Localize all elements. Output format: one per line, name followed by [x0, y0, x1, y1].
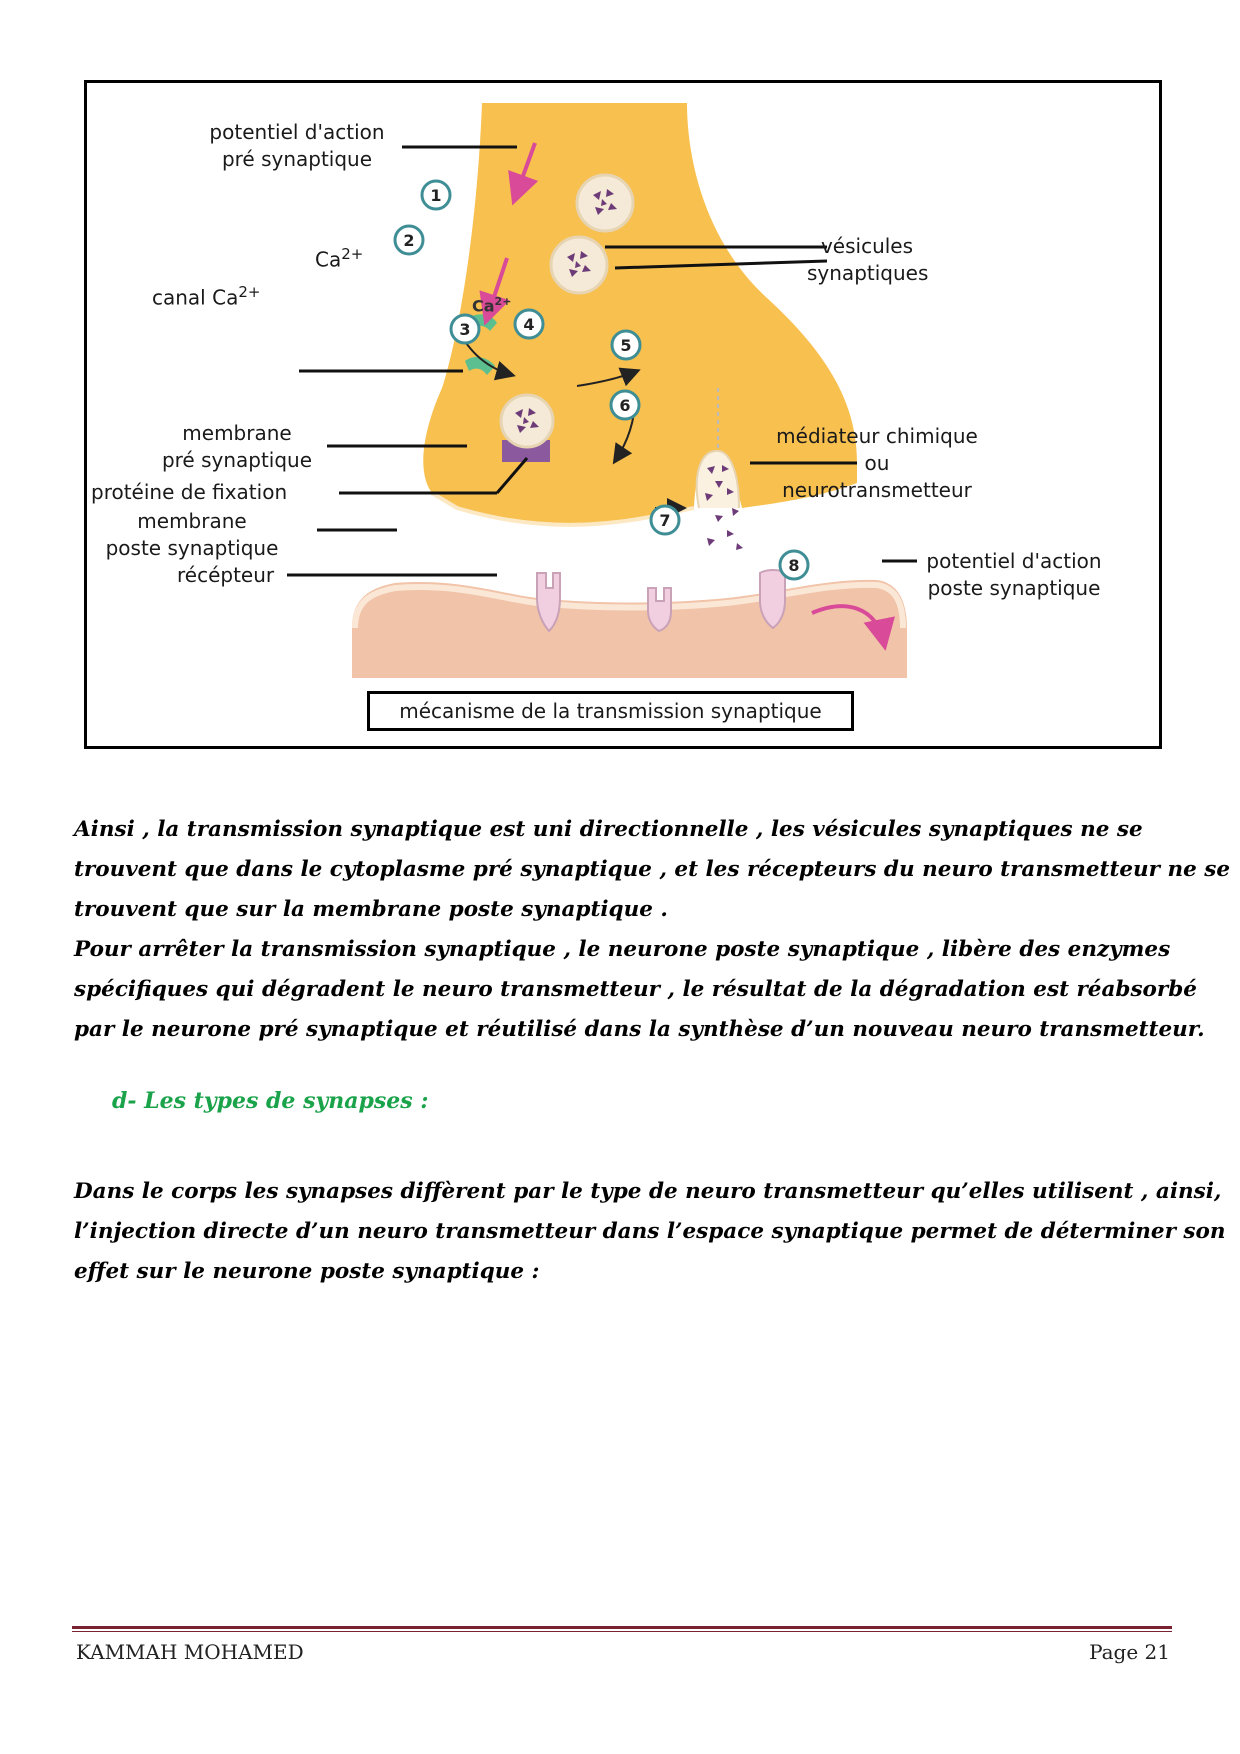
label-potentiel-pre: potentiel d'action pré synaptique	[177, 119, 417, 173]
label-ca-inside-charge: 2+	[495, 295, 512, 308]
figure-caption: mécanisme de la transmission synaptique	[367, 691, 854, 731]
label-mediateur-line2: ou	[767, 450, 987, 477]
paragraph-line: Pour arrêter la transmission synaptique …	[74, 930, 1169, 970]
label-potentiel-post-line1: potentiel d'action	[919, 548, 1109, 575]
label-membrane-pre: membrane pré synaptique	[147, 420, 327, 474]
label-proteine-fixation: protéine de fixation	[91, 479, 287, 506]
label-membrane-pre-line2: pré synaptique	[147, 447, 327, 474]
receptor-2	[648, 588, 671, 631]
label-mediateur-line3: neurotransmetteur	[767, 477, 987, 504]
svg-text:6: 6	[619, 396, 630, 415]
label-canal-ca: canal Ca2+	[152, 279, 260, 312]
label-membrane-post-line1: membrane	[97, 508, 287, 535]
paragraph-line: Ainsi , la transmission synaptique est u…	[74, 810, 1169, 850]
label-membrane-pre-line1: membrane	[147, 420, 327, 447]
label-ca-ion-text: Ca	[315, 248, 341, 272]
label-canal-ca-charge: 2+	[238, 283, 260, 301]
svg-text:4: 4	[523, 315, 534, 334]
footer-author: KAMMAH MOHAMED	[76, 1640, 304, 1664]
section-heading-types-synapses: d- Les types de synapses :	[112, 1088, 428, 1114]
step-5-badge: 5	[612, 331, 640, 359]
label-membrane-post-line2: poste synaptique	[97, 535, 287, 562]
label-vesicules-line1: vésicules	[807, 233, 927, 260]
svg-text:8: 8	[788, 556, 799, 575]
step-8-badge: 8	[780, 551, 808, 579]
svg-text:7: 7	[659, 511, 670, 530]
label-ca-inside-text: Ca	[472, 296, 495, 315]
label-vesicules-line2: synaptiques	[807, 260, 927, 287]
postsynaptic-neuron	[352, 580, 907, 678]
svg-text:2: 2	[403, 231, 414, 250]
label-potentiel-post: potentiel d'action poste synaptique	[919, 548, 1109, 602]
label-mediateur-line1: médiateur chimique	[767, 423, 987, 450]
paragraph-line: trouvent que sur la membrane poste synap…	[74, 890, 1169, 930]
step-4-badge: 4	[515, 310, 543, 338]
label-potentiel-pre-line1: potentiel d'action	[177, 119, 417, 146]
svg-text:3: 3	[459, 320, 470, 339]
vesicle-docked	[501, 395, 553, 462]
label-recepteur: récépteur	[177, 562, 274, 589]
paragraph-line: effet sur le neurone poste synaptique :	[74, 1252, 1169, 1292]
paragraph-line: par le neurone pré synaptique et réutili…	[74, 1010, 1169, 1050]
paragraph-types-synapses: Dans le corps les synapses diffèrent par…	[74, 1172, 1169, 1292]
label-vesicules: vésicules synaptiques	[807, 233, 927, 287]
synapse-figure: 1 2 3 4 5 6 7 8 potentiel d'action pré synaptiq…	[84, 80, 1162, 749]
label-ca-ion-charge: 2+	[341, 245, 363, 263]
label-mediateur: médiateur chimique ou neurotransmetteur	[767, 423, 987, 504]
vesicle-2	[551, 237, 607, 293]
step-3-badge: 3	[451, 315, 479, 343]
label-potentiel-post-line2: poste synaptique	[919, 575, 1109, 602]
paragraph-transmission: Ainsi , la transmission synaptique est u…	[74, 810, 1169, 1050]
paragraph-line: spécifiques qui dégradent le neuro trans…	[74, 970, 1169, 1010]
footer-rule-thick	[72, 1626, 1172, 1629]
label-membrane-post: membrane poste synaptique	[97, 508, 287, 562]
paragraph-line: l’injection directe d’un neuro transmett…	[74, 1212, 1169, 1252]
footer-rule-thin	[72, 1631, 1172, 1632]
synapse-diagram: 1 2 3 4 5 6 7 8	[87, 83, 1159, 746]
vesicle-1	[577, 175, 633, 231]
step-6-badge: 6	[611, 391, 639, 419]
svg-text:5: 5	[620, 336, 631, 355]
label-potentiel-pre-line2: pré synaptique	[177, 146, 417, 173]
step-1-badge: 1	[422, 181, 450, 209]
paragraph-line: trouvent que dans le cytoplasme pré syna…	[74, 850, 1169, 890]
label-canal-ca-text: canal Ca	[152, 286, 238, 310]
step-2-badge: 2	[395, 226, 423, 254]
svg-text:1: 1	[430, 186, 441, 205]
label-ca-inside: Ca2+	[472, 295, 511, 315]
paragraph-line: Dans le corps les synapses diffèrent par…	[74, 1172, 1169, 1212]
footer-page-number: Page 21	[1089, 1640, 1170, 1664]
step-7-badge: 7	[651, 506, 679, 534]
label-ca-ion: Ca2+	[315, 241, 363, 274]
